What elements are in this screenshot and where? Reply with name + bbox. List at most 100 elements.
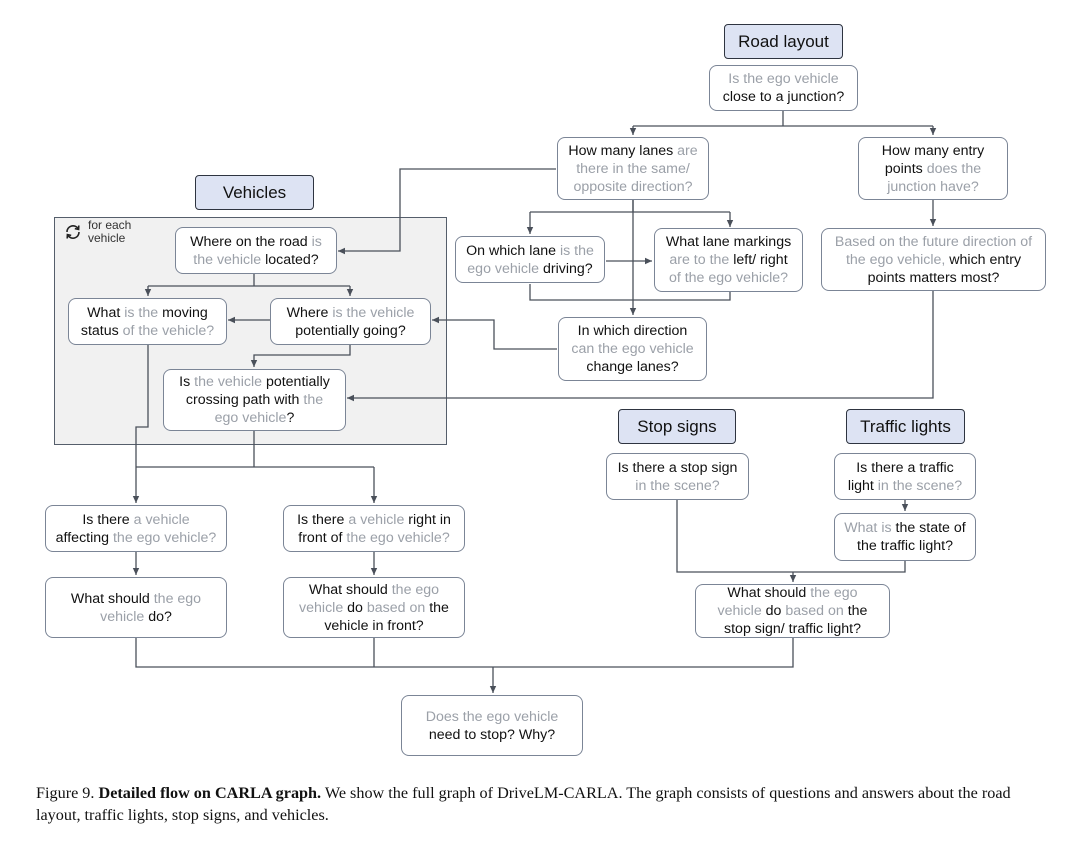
node-text: What should the ego vehicle do based on … [299,581,449,635]
node-vehicle-right-in-front: Is there a vehicle right in front of the… [283,505,465,552]
node-text: On which lane is the ego vehicle driving… [466,242,594,278]
node-text-key: need to stop? Why? [428,726,556,743]
node-text: What should the ego vehicle do? [71,590,201,626]
node-text: What should the ego vehicle do based on … [718,584,868,638]
edge-junction-split [633,110,933,127]
node-text-key: On which lane [466,242,560,259]
node-text-key: which entry points matters most? [867,251,1022,286]
node-text-muted: What is [844,520,896,536]
node-text-muted: of the ego vehicle? [668,270,789,286]
node-text: Is there a vehicle affecting the ego veh… [56,511,217,547]
node-text-muted: is the vehicle [332,304,415,321]
node-future-direction: Based on the future direction of the ego… [821,228,1046,291]
caption-body: We show the full graph of DriveLM-CARLA.… [36,784,1011,824]
node-text-key: close to a junction? [722,89,845,105]
node-text-key: do [765,603,786,619]
node-traffic-light-state: What is the state of the traffic light? [834,513,976,561]
node-text: In which direction can the ego vehicle c… [571,322,693,376]
node-text-key: ? [286,410,295,426]
node-text-muted: based on [785,603,848,619]
edge-bottom-merge [135,637,794,668]
node-text-key: left/ right [733,252,788,268]
node-text-muted: does the junction have? [887,160,982,195]
node-text-key: potentially going? [295,322,406,339]
node-moving-status: What is the moving status of the vehicle… [68,298,227,345]
node-change-lanes: In which direction can the ego vehicle c… [558,317,707,381]
node-text: Is there a vehicle right in front of the… [297,511,451,547]
edge-moving-down [135,345,149,467]
node-text-key: Where on the road [190,233,312,250]
for-each-vehicle-loop: for each vehicle [64,219,154,249]
node-text-key: Is there [297,511,349,528]
node-text-key: What should [70,590,154,607]
node-text: How many entry points does the junction … [882,142,985,196]
node-lane-markings: What lane markings are to the left/ righ… [654,228,803,292]
node-how-many-entry-points: How many entry points does the junction … [858,137,1008,200]
node-close-to-junction: Is the ego vehicle close to a junction? [709,65,858,111]
node-text-muted: are there in the same/ opposite directio… [573,142,698,195]
edge-lane-bracket [529,284,731,301]
caption-title: Detailed flow on CARLA graph. [98,784,322,802]
category-stop-signs: Stop signs [618,409,736,444]
node-text-key: status [80,322,123,339]
node-text-key: What should [308,581,392,598]
node-text-key: the state of the traffic light? [857,520,966,554]
node-text-key: How many lanes [568,142,678,159]
node-text-muted: based on [366,599,430,616]
node-text-muted: is the vehicle [193,233,322,268]
node-text: Where on the road is the vehicle located… [190,233,322,269]
node-text-key: What lane markings [665,234,792,250]
node-text-muted: in the scene? [635,477,720,494]
node-text-muted: in the scene? [877,477,963,494]
node-text-muted: can the ego vehicle [571,341,694,357]
node-text-key: Where [286,304,333,321]
node-text-key: What [87,304,125,321]
node-do-based-on-vehicle: What should the ego vehicle do based on … [283,577,465,638]
node-text-muted: is the ego vehicle [467,242,594,277]
node-text-key: Is there [82,511,134,528]
node-text-muted: Based on the future direction of the ego… [834,233,1033,268]
edge-lanes-to-where-road [338,168,556,255]
node-potentially-going: Where is the vehicle potentially going? [270,298,431,345]
node-crossing-path: Is the vehicle potentially crossing path… [163,369,346,431]
node-which-lane-driving: On which lane is the ego vehicle driving… [455,236,605,283]
node-text-muted: a vehicle [133,511,190,528]
node-text-muted: the vehicle [194,374,266,390]
node-text-key: driving? [543,260,593,277]
node-text-key: do? [148,608,172,625]
node-text-key: potentially crossing path with [185,374,330,408]
node-stop-sign-in-scene: Is there a stop sign in the scene? [606,453,749,500]
node-text-key: the stop sign/ traffic light? [724,603,868,637]
node-text-key: right in front of [298,511,451,546]
node-where-on-road: Where on the road is the vehicle located… [175,227,337,274]
category-road-layout: Road layout [724,24,843,59]
node-text: Does the ego vehicle need to stop? Why? [426,708,559,744]
loop-label: for each vehicle [88,218,132,245]
node-text: Is the ego vehicle close to a junction? [723,70,844,106]
node-do-based-on-sign: What should the ego vehicle do based on … [695,584,890,638]
node-text-muted: the ego vehicle [717,585,858,619]
node-text-key: change lanes? [586,359,679,375]
edge-future-to-crossing [347,291,934,402]
node-text: What lane markings are to the left/ righ… [666,233,791,287]
node-text-muted: of the vehicle? [122,322,215,339]
node-text: Is the vehicle potentially crossing path… [179,373,330,427]
node-text-muted: the ego vehicle [214,392,324,426]
figure-caption: Figure 9. Detailed flow on CARLA graph. … [36,782,1056,826]
node-text-key: moving [162,304,208,321]
node-text-muted: is the [124,304,163,321]
category-vehicles: Vehicles [195,175,314,210]
node-text: Where is the vehicle potentially going? [287,304,415,340]
refresh-loop-icon [66,225,80,239]
edge-where-road-split [148,273,350,287]
node-text-key: do [347,599,367,616]
edge-lanes-split [530,199,730,213]
node-vehicle-affecting: Is there a vehicle affecting the ego veh… [45,505,227,552]
node-text-muted: Is the ego vehicle [728,71,839,87]
node-how-many-lanes: How many lanes are there in the same/ op… [557,137,709,200]
node-text: Based on the future direction of the ego… [835,233,1032,287]
node-text-key: How many entry points [881,142,985,177]
node-text: What is the state of the traffic light? [844,519,965,555]
edge-going-to-crossing [250,344,351,367]
